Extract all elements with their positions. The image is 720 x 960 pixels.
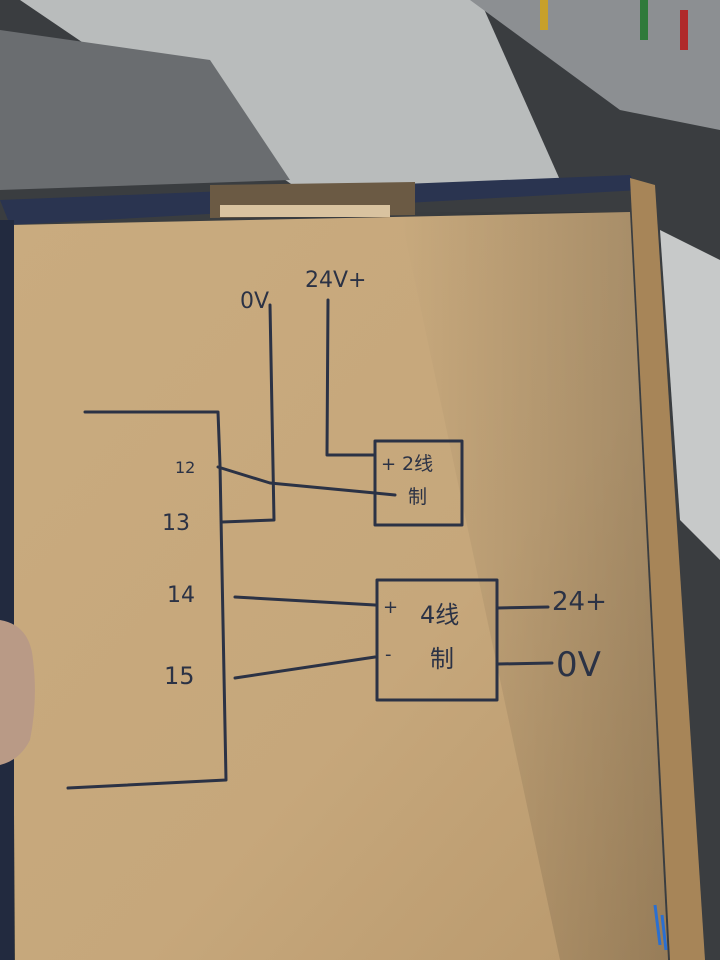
terminal-14: 14 <box>167 583 195 608</box>
terminal-15: 15 <box>164 662 195 690</box>
blue-mark <box>653 904 668 951</box>
wire-15 <box>233 655 377 680</box>
terminal-12: 12 <box>175 458 195 477</box>
four-wire-plus: + <box>383 597 398 618</box>
finger <box>0 620 35 765</box>
two-wire-plus: + <box>381 454 396 475</box>
four-wire-label-2: 制 <box>430 645 454 673</box>
four-wire-label-1: 4线 <box>420 601 459 629</box>
two-wire-label-2: 制 <box>408 486 427 508</box>
terminal-strip-line <box>66 410 228 790</box>
two-wire-device-box <box>373 439 464 527</box>
label-24v-plus: 24V+ <box>305 268 366 293</box>
four-wire-minus: - <box>385 644 392 665</box>
ground-wire <box>220 303 276 524</box>
wiring <box>66 298 554 790</box>
four-wire-0v: 0V <box>556 645 601 685</box>
four-wire-device-box <box>375 578 499 702</box>
wire-14 <box>233 595 377 607</box>
wire-0v <box>496 661 554 666</box>
positive-wire <box>325 298 377 457</box>
four-wire-24-plus: 24+ <box>552 587 607 617</box>
two-wire-label-1: 2线 <box>402 453 433 475</box>
terminal-13: 13 <box>162 511 190 536</box>
wire-24-plus <box>496 605 550 610</box>
cardboard-box <box>0 175 705 960</box>
wire-12-to-two-wire <box>216 465 397 497</box>
label-0v: 0V <box>240 289 269 314</box>
